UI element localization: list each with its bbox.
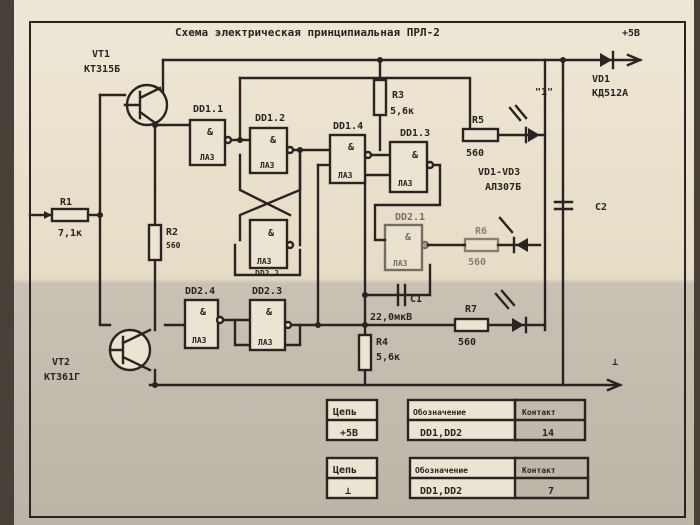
- resistor-r1: R1 7,1к: [28, 197, 90, 239]
- svg-text:7,1к: 7,1к: [58, 228, 82, 239]
- svg-text:Цепь: Цепь: [333, 465, 357, 476]
- gate-dd2-3: DD2.3 & ЛА3: [248, 286, 293, 352]
- power-table-row-1: Цепь +5В Обозначение Обозначение DD1,DD2…: [325, 398, 587, 442]
- svg-text:ЛА3: ЛА3: [192, 336, 207, 345]
- frame-border: [29, 21, 686, 518]
- svg-text:С2: С2: [595, 202, 607, 213]
- leds-ref-label: VD1-VD3: [478, 167, 520, 178]
- svg-text:DD1,DD2: DD1,DD2: [420, 486, 462, 497]
- svg-text:DD1.2: DD1.2: [255, 113, 285, 124]
- power-table-row-2: Цепь ⊥ Обозначение DD1,DD2 Контакт 7: [325, 456, 590, 500]
- led-3: [494, 289, 528, 334]
- resistor-r7: R7 560: [453, 304, 490, 348]
- svg-text:DD1.4: DD1.4: [333, 121, 363, 132]
- svg-text:ЛА3: ЛА3: [393, 259, 408, 268]
- svg-text:DD2.1: DD2.1: [395, 212, 425, 223]
- gate-dd1-4: DD1.4 & ЛА3: [328, 121, 373, 185]
- svg-text:Обозначение: Обозначение: [413, 407, 466, 417]
- svg-text:14: 14: [542, 428, 554, 439]
- svg-text:ЛА3: ЛА3: [398, 179, 413, 188]
- leds-type-label: АЛ307Б: [485, 182, 521, 193]
- svg-text:VT2: VT2: [52, 357, 70, 368]
- schematic-title: Схема электрическая принципиальная ПРЛ-2: [175, 26, 440, 39]
- svg-text:560: 560: [466, 148, 484, 159]
- svg-text:КТ315Б: КТ315Б: [84, 64, 120, 75]
- svg-text:22,0мкВ: 22,0мкВ: [370, 312, 412, 323]
- svg-text:R6: R6: [475, 226, 487, 237]
- svg-text:+5В: +5В: [340, 428, 358, 439]
- svg-text:ЛА3: ЛА3: [257, 257, 272, 266]
- transistor-vt1: VT1 КТ315Б: [84, 49, 169, 127]
- svg-text:R7: R7: [465, 304, 477, 315]
- resistor-r3: R3 5,6к: [372, 78, 414, 117]
- svg-text:&: &: [268, 228, 275, 239]
- svg-text:DD1.1: DD1.1: [193, 104, 223, 115]
- gate-dd1-3: DD1.3 & ЛА3: [388, 128, 435, 194]
- svg-text:&: &: [207, 127, 214, 138]
- junction-dots: [97, 57, 566, 388]
- svg-text:&: &: [405, 232, 412, 243]
- led-mark-label: "1": [535, 87, 553, 98]
- resistor-r5: R5 560: [461, 115, 500, 159]
- svg-text:R1: R1: [60, 197, 72, 208]
- svg-text:Контакт: Контакт: [522, 408, 556, 417]
- svg-text:⊥: ⊥: [345, 486, 351, 497]
- svg-text:DD2.2: DD2.2: [255, 269, 279, 278]
- svg-text:560: 560: [166, 241, 181, 250]
- svg-text:DD1.3: DD1.3: [400, 128, 430, 139]
- svg-text:DD1,DD2: DD1,DD2: [420, 428, 462, 439]
- svg-text:КД512А: КД512А: [592, 88, 628, 99]
- svg-text:C1: C1: [410, 294, 422, 305]
- svg-text:&: &: [200, 307, 207, 318]
- svg-text:&: &: [412, 150, 419, 161]
- svg-text:&: &: [348, 142, 355, 153]
- gate-dd1-2: DD1.2 & ЛА3: [248, 113, 295, 175]
- svg-text:Цепь: Цепь: [333, 407, 357, 418]
- svg-text:DD2.3: DD2.3: [252, 286, 282, 297]
- svg-text:Контакт: Контакт: [522, 466, 556, 475]
- gate-dd2-4: DD2.4 & ЛА3: [183, 286, 225, 350]
- svg-text:DD2.4: DD2.4: [185, 286, 215, 297]
- svg-text:&: &: [270, 135, 277, 146]
- svg-text:R5: R5: [472, 115, 484, 126]
- svg-text:ЛА3: ЛА3: [260, 161, 275, 170]
- svg-text:560: 560: [458, 337, 476, 348]
- svg-text:&: &: [266, 307, 273, 318]
- svg-text:5,6к: 5,6к: [376, 352, 400, 363]
- svg-text:ЛА3: ЛА3: [200, 153, 215, 162]
- capacitor-c1: C1 22,0мкВ: [370, 283, 422, 323]
- svg-text:560: 560: [468, 257, 486, 268]
- transistor-vt2: VT2 КТ361Г: [44, 328, 152, 383]
- gate-dd1-1: DD1.1 & ЛА3: [188, 104, 233, 167]
- power-plus-label: +5В: [622, 28, 640, 39]
- svg-text:R3: R3: [392, 90, 404, 101]
- led-2: [498, 216, 528, 254]
- led-1: [508, 104, 540, 144]
- capacitor-c2: С2: [553, 200, 607, 213]
- gate-dd2-1: DD2.1 & ЛА3: [383, 212, 430, 272]
- svg-text:ЛА3: ЛА3: [258, 338, 273, 347]
- resistor-r2: R2 560: [147, 223, 181, 262]
- svg-text:7: 7: [548, 486, 554, 497]
- svg-text:R2: R2: [166, 227, 178, 238]
- svg-text:ЛА3: ЛА3: [338, 171, 353, 180]
- svg-text:КТ361Г: КТ361Г: [44, 372, 80, 383]
- ground-symbol: ⊥: [612, 357, 618, 368]
- resistor-r6: R6 560: [463, 226, 500, 268]
- gate-dd2-2: & ЛА3 DD2.2: [248, 218, 295, 278]
- svg-text:VD1: VD1: [592, 74, 610, 85]
- resistor-r4: R4 5,6к: [357, 333, 400, 372]
- svg-text:Обозначение: Обозначение: [415, 465, 468, 475]
- svg-text:R4: R4: [376, 337, 388, 348]
- svg-text:5,6к: 5,6к: [390, 106, 414, 117]
- svg-text:VT1: VT1: [92, 49, 110, 60]
- diode-vd1: VD1 КД512А: [592, 50, 628, 99]
